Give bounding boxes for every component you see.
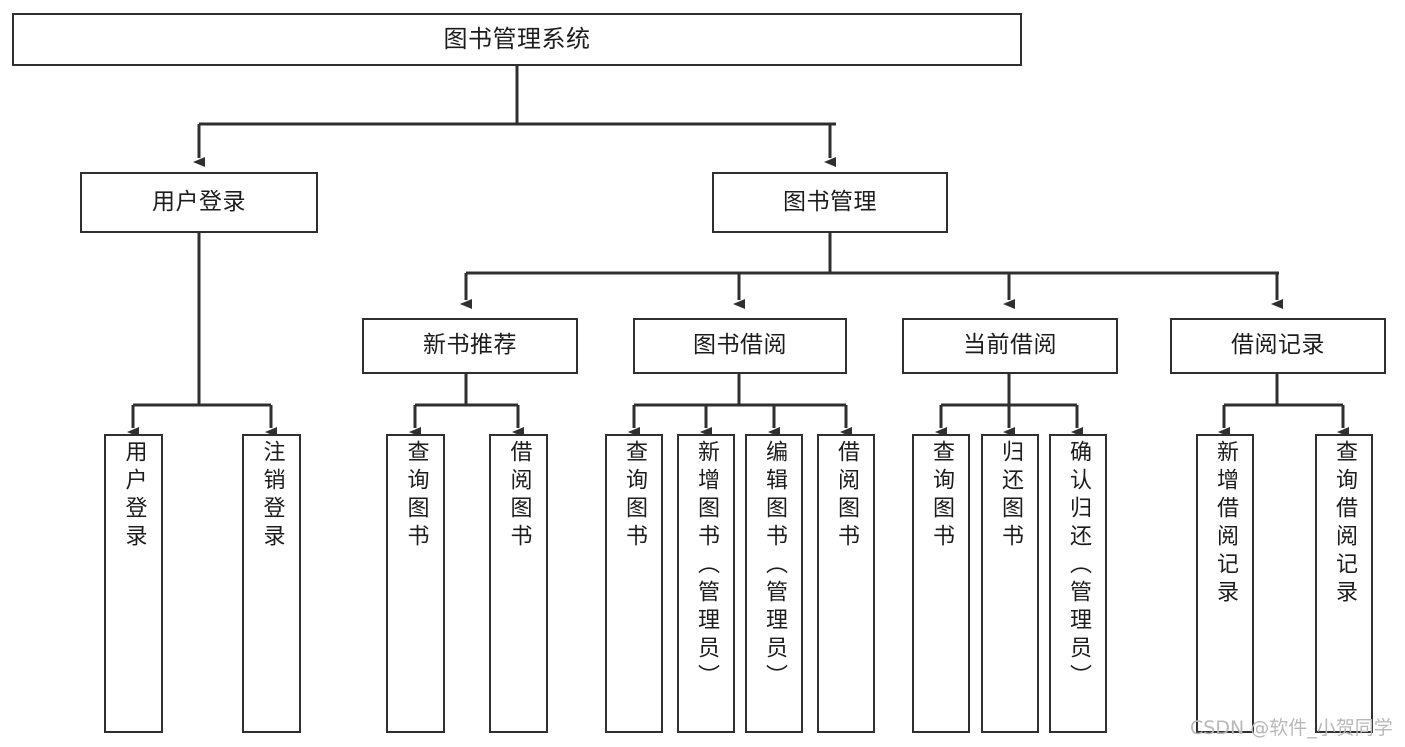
- node-label: 当前借阅: [963, 332, 1057, 359]
- leaf-user-login-login[interactable]: 用户登录: [104, 434, 163, 733]
- node-label: 查询图书: [403, 440, 429, 552]
- leaf-borrow-record-query-record[interactable]: 查询借阅记录: [1315, 434, 1373, 733]
- leaf-new-book-borrow-book[interactable]: 借阅图书: [489, 434, 548, 733]
- node-current-borrow[interactable]: 当前借阅: [902, 318, 1118, 374]
- leaf-book-borrow-borrow-book[interactable]: 借阅图书: [817, 434, 875, 733]
- node-label: 查询借阅记录: [1332, 440, 1357, 608]
- node-root-book-management-system[interactable]: 图书管理系统: [12, 13, 1022, 66]
- node-book-borrow[interactable]: 图书借阅: [633, 318, 847, 374]
- node-label: 新增图书（管理员）: [694, 440, 719, 692]
- node-label: 借阅图书: [506, 440, 532, 552]
- node-label: 新书推荐: [423, 332, 517, 359]
- node-label: 查询图书: [622, 440, 647, 552]
- leaf-current-borrow-confirm-return-admin[interactable]: 确认归还（管理员）: [1049, 434, 1107, 733]
- node-label: 查询图书: [929, 440, 954, 552]
- node-new-book-recommend[interactable]: 新书推荐: [362, 318, 578, 374]
- node-label: 新增借阅记录: [1213, 440, 1238, 608]
- leaf-book-borrow-query-book[interactable]: 查询图书: [605, 434, 663, 733]
- node-label: 借阅记录: [1231, 332, 1325, 359]
- node-label: 注销登录: [259, 440, 285, 552]
- node-book-management[interactable]: 图书管理: [712, 172, 948, 233]
- csdn-watermark: CSDN @软件_小贺同学: [1190, 717, 1393, 739]
- node-user-login[interactable]: 用户登录: [80, 172, 318, 233]
- leaf-book-borrow-edit-book-admin[interactable]: 编辑图书（管理员）: [745, 434, 803, 733]
- node-label: 确认归还（管理员）: [1066, 440, 1091, 692]
- node-label: 图书借阅: [693, 332, 787, 359]
- node-label: 编辑图书（管理员）: [762, 440, 787, 692]
- node-label: 图书管理: [783, 188, 877, 215]
- leaf-borrow-record-add-record[interactable]: 新增借阅记录: [1196, 434, 1254, 733]
- node-label: 归还图书: [998, 440, 1023, 552]
- leaf-user-login-logout[interactable]: 注销登录: [242, 434, 301, 733]
- node-label: 借阅图书: [834, 440, 859, 552]
- node-label: 图书管理系统: [443, 25, 591, 54]
- leaf-current-borrow-query-book[interactable]: 查询图书: [912, 434, 970, 733]
- node-label: 用户登录: [121, 440, 147, 552]
- leaf-book-borrow-add-book-admin[interactable]: 新增图书（管理员）: [677, 434, 735, 733]
- node-borrow-record[interactable]: 借阅记录: [1170, 318, 1386, 374]
- node-label: 用户登录: [152, 188, 246, 215]
- leaf-current-borrow-return-book[interactable]: 归还图书: [981, 434, 1039, 733]
- leaf-new-book-query-book[interactable]: 查询图书: [386, 434, 445, 733]
